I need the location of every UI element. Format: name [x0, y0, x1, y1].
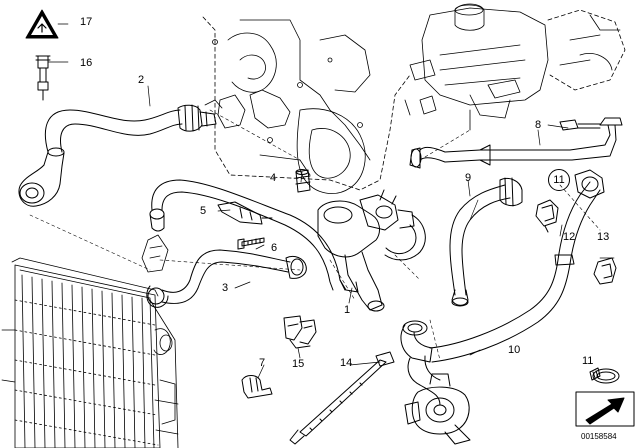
- warning-triangle-icon: [25, 9, 69, 39]
- hose-9: [449, 177, 523, 307]
- clamp-part-7: [241, 375, 273, 399]
- callout-16: 16: [80, 57, 93, 69]
- callout-12: 12: [563, 231, 576, 243]
- callout-11-circled: 11: [548, 169, 570, 191]
- thermostat-housing: [317, 189, 426, 312]
- connector-part-4: [295, 169, 311, 193]
- water-pump: [404, 373, 471, 445]
- temperature-sensor: [35, 55, 69, 101]
- clip-part-13: [593, 257, 617, 285]
- callout-13: 13: [597, 231, 610, 243]
- expansion-tank: [404, 3, 626, 131]
- callout-11: 11: [582, 355, 594, 367]
- hose-clamp-icon: [589, 367, 620, 384]
- engine-block: [202, 16, 411, 194]
- callout-1: 1: [344, 304, 351, 316]
- clip-part-12: [535, 199, 559, 233]
- callout-4: 4: [270, 172, 277, 184]
- hose-3: [146, 179, 359, 308]
- callout-7: 7: [259, 357, 266, 369]
- leader-lines: [147, 85, 615, 379]
- callout-6: 6: [271, 242, 278, 254]
- clip-part-15: [283, 315, 317, 349]
- callout-2: 2: [138, 74, 145, 86]
- document-id: 00158584: [581, 432, 617, 441]
- reference-lines: [29, 109, 601, 361]
- callout-14: 14: [340, 357, 353, 369]
- hose-10: [400, 169, 605, 406]
- callout-15: 15: [292, 358, 305, 370]
- hose-8: [409, 117, 623, 169]
- callout-17: 17: [80, 16, 93, 28]
- radiator: [1, 257, 179, 448]
- bolt-part-6: [237, 237, 265, 250]
- bracket-part-5: [217, 201, 273, 225]
- cable-tie-part-14: [289, 351, 395, 445]
- bracket: [141, 234, 169, 273]
- callout-5: 5: [200, 205, 207, 217]
- direction-arrow-icon: [575, 391, 635, 427]
- callout-10: 10: [508, 344, 521, 356]
- callout-3: 3: [222, 282, 229, 294]
- callout-8: 8: [535, 119, 542, 131]
- callout-9: 9: [465, 172, 472, 184]
- hose-2: [18, 104, 217, 207]
